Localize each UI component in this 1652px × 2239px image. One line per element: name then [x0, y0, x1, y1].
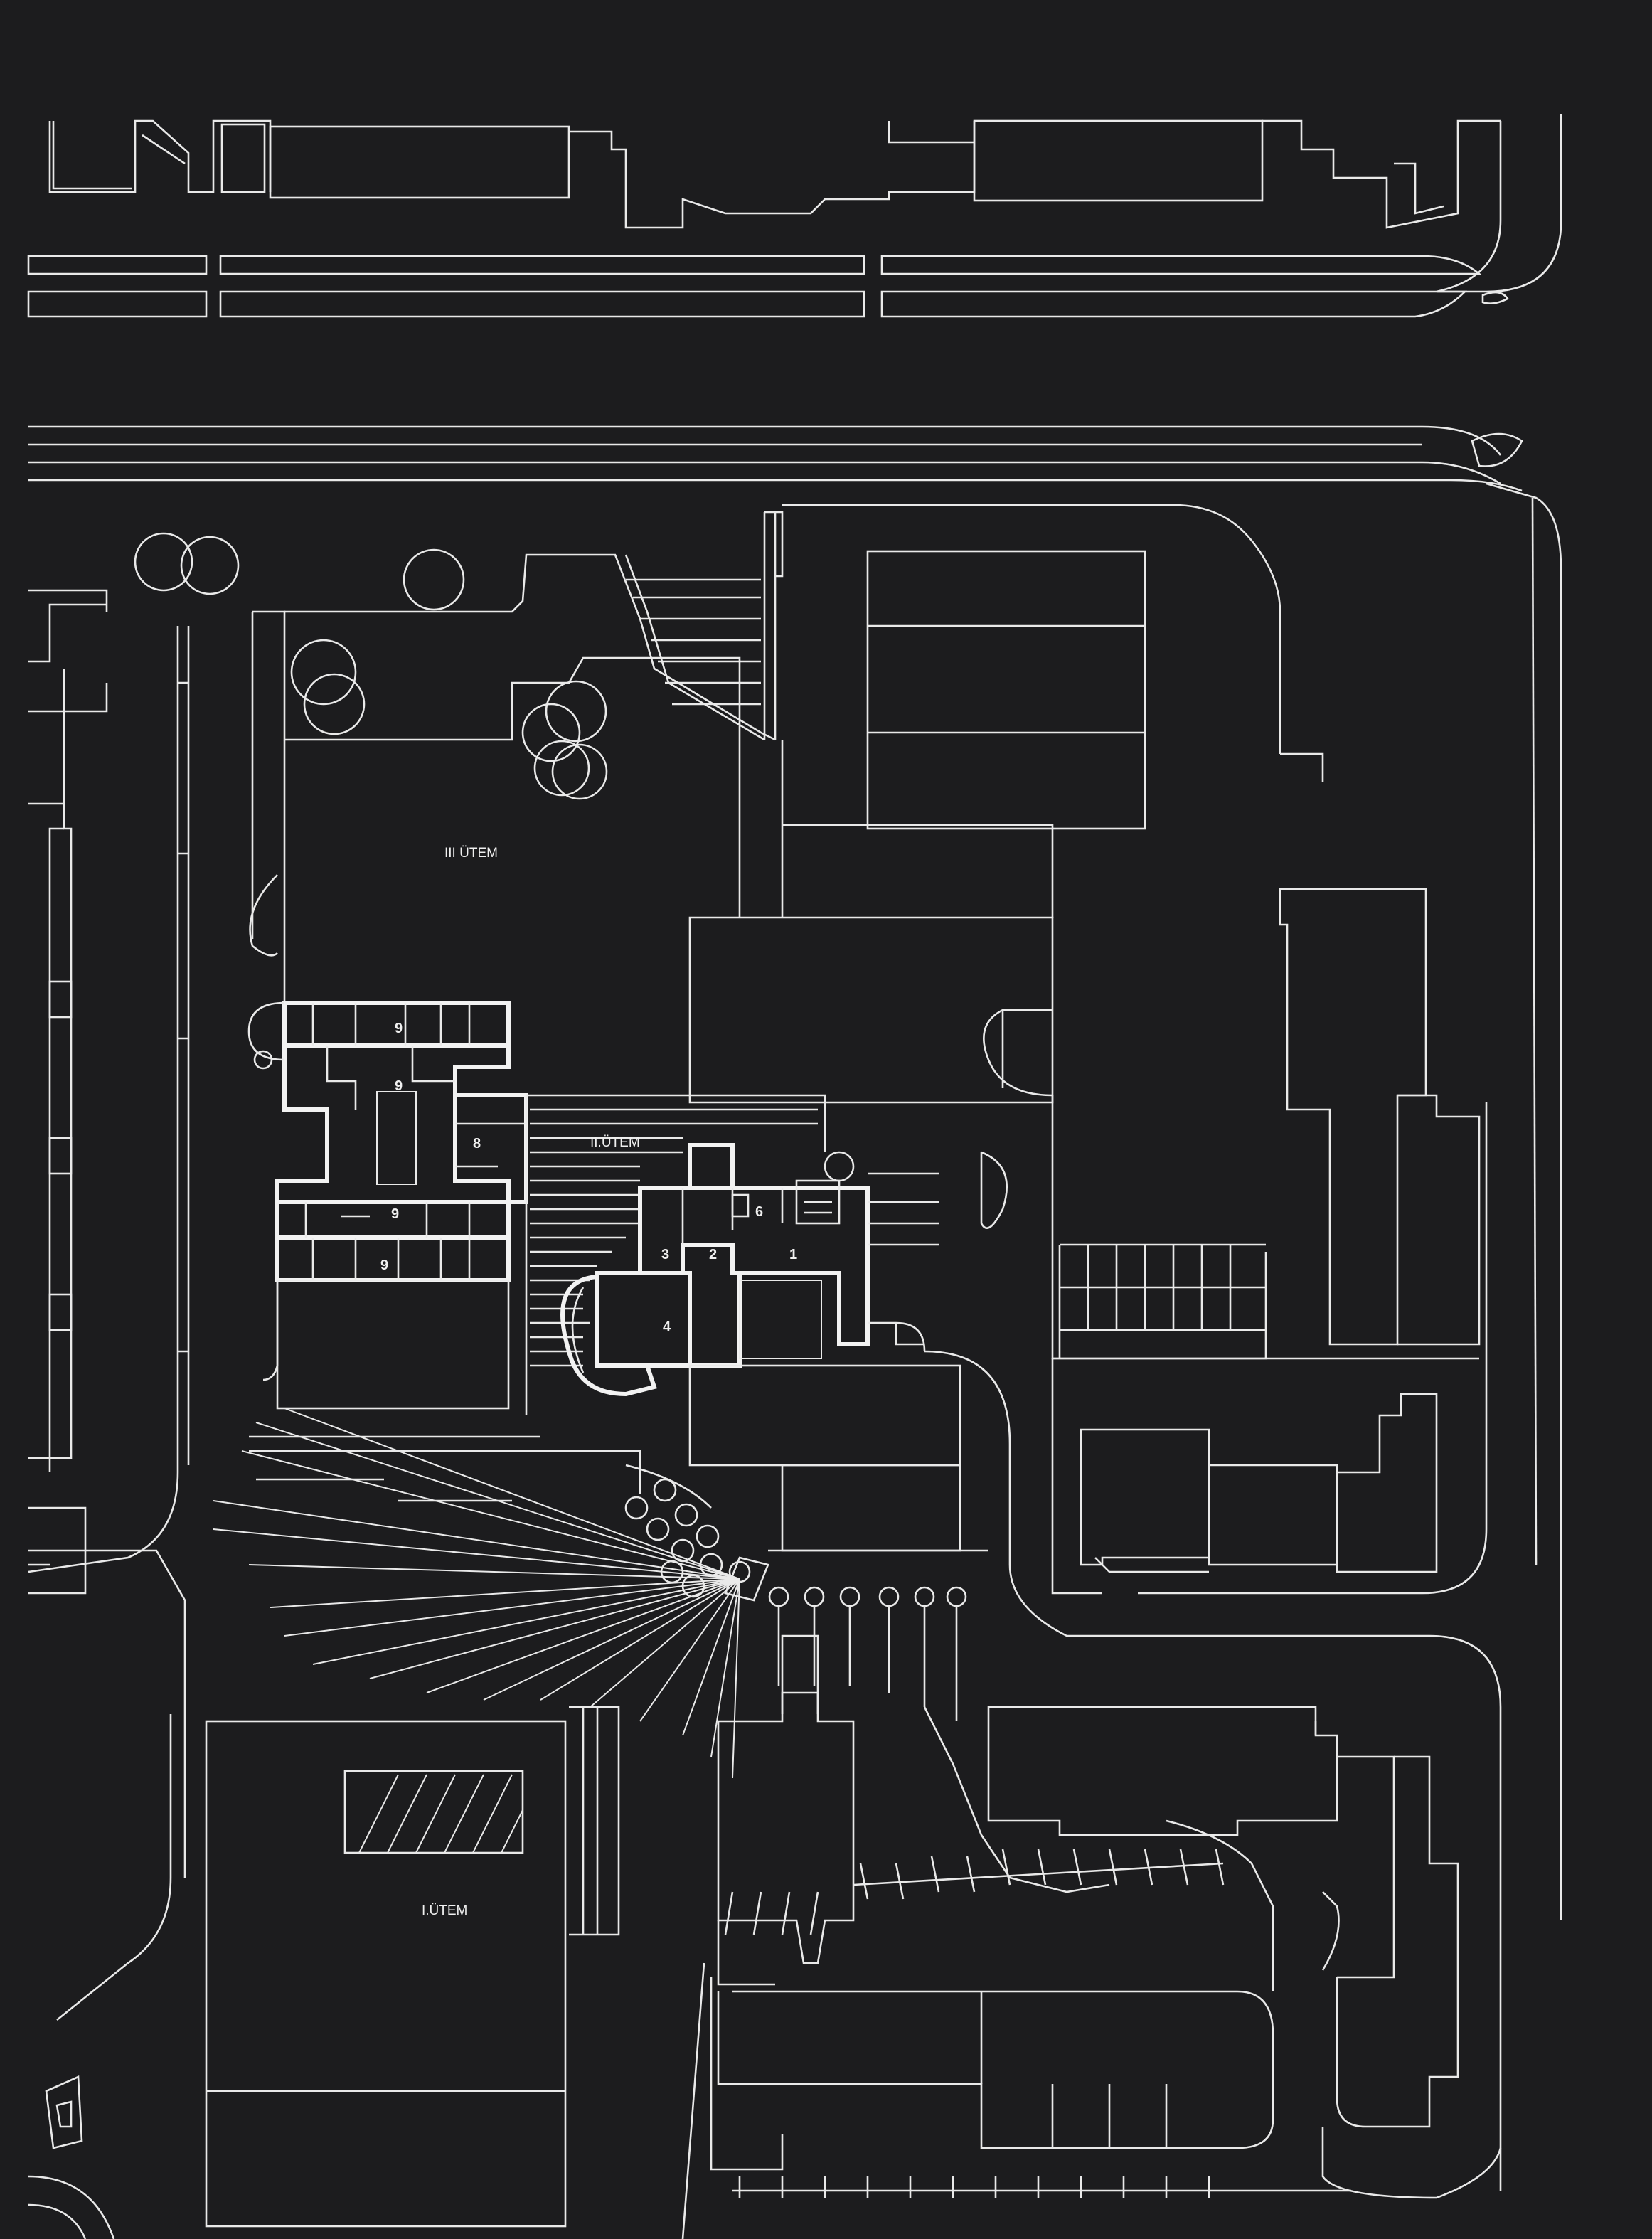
room-number: 9: [395, 1021, 403, 1036]
radial-path-fan: [213, 1408, 769, 1779]
phase-two-label: II.ÜTEM: [590, 1135, 640, 1150]
parking-row-bottom: [768, 1549, 988, 1721]
central-building-rooms: [247, 1001, 528, 1410]
phase-three-building: [251, 553, 776, 1003]
room-number: 6: [755, 1204, 763, 1220]
right-tower-building: [1051, 482, 1562, 1920]
parking-stalls: [868, 1151, 1502, 2191]
central-public-building: [560, 1143, 961, 1552]
phase-three-label: III ÜTEM: [444, 846, 498, 861]
room-number: 8: [473, 1136, 481, 1152]
lower-right-buildings: [1080, 1393, 1438, 1573]
trees: [134, 532, 608, 957]
room-number: 9: [380, 1257, 388, 1273]
upper-right-buildings: [688, 504, 1324, 1104]
room-number: 3: [661, 1247, 669, 1262]
room-number: 1: [789, 1247, 797, 1262]
phase-one-label: I.ÜTEM: [422, 1903, 467, 1918]
lower-right-row-houses: [923, 1706, 1502, 2199]
room-number: 9: [391, 1206, 399, 1222]
top-building-row: [48, 114, 1562, 293]
room-number: 2: [709, 1247, 717, 1262]
phase-two-court: [525, 1094, 826, 1415]
road-bands: [27, 255, 1523, 492]
left-street-buildings: [28, 589, 190, 1595]
lower-middle-buildings: [681, 1634, 1351, 2239]
phase-one-building: [28, 1549, 620, 2239]
room-number: 4: [663, 1319, 671, 1335]
room-number: 9: [395, 1078, 403, 1094]
